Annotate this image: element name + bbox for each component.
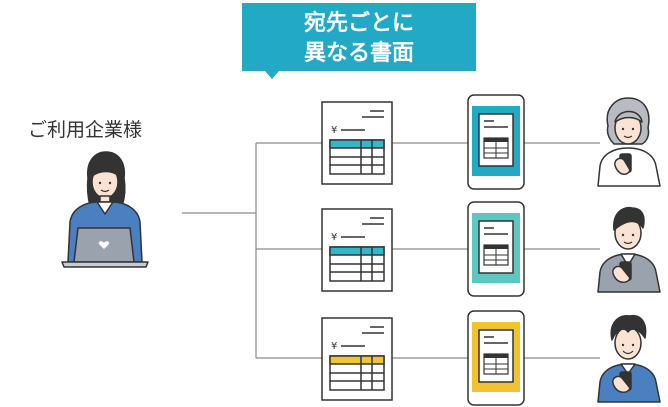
smartphone-2 [467,201,525,297]
invoice-document-1: ¥ [321,101,393,185]
older-woman-with-phone-icon [597,97,661,187]
invoice-document-2: ¥ [321,208,393,292]
callout-pointer [265,71,279,79]
sender-label: ご利用企業様 [28,119,142,141]
businesswoman-with-laptop-icon [61,151,149,268]
currency-symbol: ¥ [331,341,337,352]
currency-symbol: ¥ [331,125,337,136]
smartphone-3 [467,310,525,406]
smartphone-1 [467,94,525,190]
callout-banner: 宛先ごとに 異なる書面 [242,3,476,79]
young-man-with-phone-icon [597,314,661,403]
callout-box [242,3,476,71]
currency-symbol: ¥ [331,232,337,243]
invoice-document-3: ¥ [321,317,393,401]
callout-line-1: 宛先ごとに [303,10,414,36]
connector-lines [182,142,600,359]
man-with-phone-icon [597,206,661,293]
callout-line-2: 異なる書面 [304,40,414,66]
